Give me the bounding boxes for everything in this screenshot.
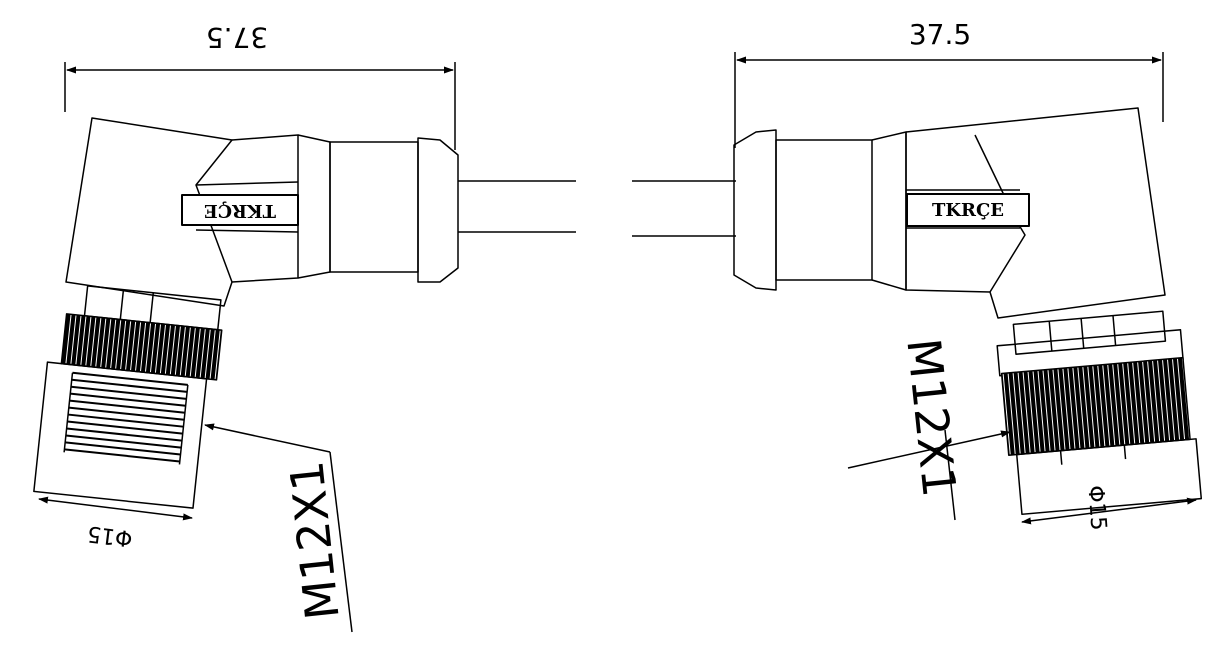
right-brand-plate — [906, 193, 1030, 227]
left-coupling-nut — [33, 285, 223, 509]
left-sleeve — [329, 141, 419, 273]
left-thread-callout: M12X1 — [204, 423, 353, 633]
left-width-dimension: 37.5 — [64, 21, 456, 150]
left-brand-label: TKRÇE — [204, 200, 276, 221]
right-diameter-label: Φ15 — [1082, 484, 1110, 531]
right-width-dimension: 37.5 — [734, 18, 1164, 148]
right-thread-callout: M12X1 — [847, 336, 1011, 521]
left-width-label: 37.5 — [206, 21, 268, 54]
left-diameter-dimension: Φ15 — [38, 496, 193, 551]
right-cable-collar — [733, 129, 777, 291]
right-brand-label: TKRÇE — [932, 200, 1004, 221]
left-thread — [64, 371, 188, 463]
left-thread-label: M12X1 — [279, 458, 349, 622]
right-connector: 37.5 TKRÇE — [632, 18, 1203, 531]
left-knurl-band — [60, 313, 223, 381]
right-thread-label: M12X1 — [896, 336, 966, 500]
left-brand-plate — [181, 194, 299, 226]
right-diameter-dimension: Φ15 — [1021, 484, 1197, 531]
left-connector: 37.5 TKRÇE — [33, 21, 576, 633]
left-diameter-label: Φ15 — [86, 520, 134, 550]
right-coupling-nut — [996, 310, 1203, 516]
right-sleeve — [775, 139, 873, 281]
left-cable-collar — [417, 137, 459, 283]
right-width-label: 37.5 — [909, 18, 971, 51]
right-knurl-band — [1000, 356, 1191, 456]
